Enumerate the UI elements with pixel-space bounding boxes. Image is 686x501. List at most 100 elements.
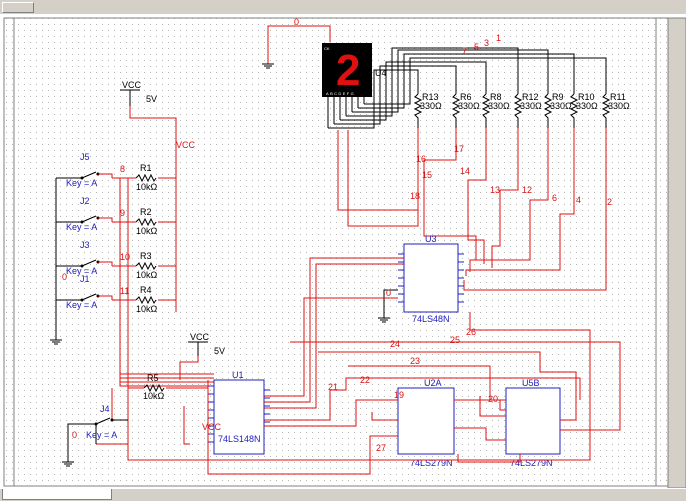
- seg-res-value: 330Ω: [520, 101, 542, 111]
- vcc2-voltage: 5V: [214, 346, 225, 356]
- net-label-0-j4: 0: [72, 430, 77, 440]
- vcc-net-label: VCC: [176, 140, 196, 150]
- net-label-7: 7: [462, 46, 467, 56]
- seg-res-ref: R11: [610, 92, 626, 102]
- vcc2-label: VCC: [190, 332, 210, 342]
- net-label-24: 24: [390, 339, 400, 349]
- seg-res-value: 330Ω: [608, 101, 630, 111]
- net-label-10: 10: [120, 252, 130, 262]
- logic-wires: [96, 178, 621, 475]
- ic-u1-74ls148n[interactable]: [208, 379, 270, 455]
- net-label-0-left: 0: [62, 272, 67, 282]
- seven-seg-display-u4[interactable]: CK 2 ABCDEFG: [322, 43, 372, 128]
- net-label-3: 3: [484, 38, 489, 48]
- vcc1-voltage: 5V: [146, 94, 157, 104]
- resistor-ref: R3: [140, 251, 152, 261]
- status-bar: [0, 488, 686, 501]
- u5b-part: 74LS279N: [510, 458, 553, 468]
- vcc-source-2[interactable]: [188, 341, 208, 356]
- ic-u3-74ls48n[interactable]: [398, 243, 464, 313]
- sheet-tab[interactable]: [2, 489, 112, 500]
- logic-net-numbers: 26 25 24 23 22 21 19 20 27: [328, 327, 498, 453]
- ground-u3: [378, 289, 398, 323]
- u3-ref: U3: [425, 234, 437, 244]
- net-label-23: 23: [410, 356, 420, 366]
- schematic-sheet[interactable]: 0 CK 2 ABCDEFG U4 1 3: [0, 14, 686, 488]
- toolbar-grip[interactable]: [2, 2, 34, 13]
- net-label-27: 27: [376, 443, 386, 453]
- switch-ref: J3: [80, 240, 90, 250]
- display-digit: 2: [336, 46, 360, 95]
- ic-u5b-74ls279n[interactable]: [505, 387, 561, 455]
- ic-u2a-74ls279n[interactable]: [397, 387, 455, 455]
- seg-res-value: 330Ω: [576, 101, 598, 111]
- segment-resistors: R13330ΩR6330ΩR8330ΩR12330ΩR9330ΩR10330ΩR…: [413, 92, 630, 128]
- display-pins: ABCDEFG: [326, 91, 355, 96]
- net-label-20: 20: [488, 394, 498, 404]
- switch-j4[interactable]: [94, 417, 129, 444]
- r5-value: 10kΩ: [143, 391, 165, 401]
- net-label-22: 22: [360, 375, 370, 385]
- display-net-numbers: 1 3 5 7: [462, 33, 501, 56]
- seg-res-ref: R9: [552, 92, 564, 102]
- net-label-5: 5: [474, 42, 479, 52]
- seg-res-ref: R6: [460, 92, 472, 102]
- resistor-r4[interactable]: [112, 295, 176, 305]
- switch-key: Key = A: [66, 222, 97, 232]
- resistor-r5[interactable]: [128, 383, 208, 393]
- net-label-0-top: 0: [294, 17, 299, 27]
- resistor-to-u3-wires: [337, 128, 607, 291]
- switch-key: Key = A: [66, 266, 97, 276]
- switch-j2[interactable]: [56, 215, 113, 224]
- u2a-part: 74LS279N: [410, 458, 453, 468]
- seg-res-value: 330Ω: [550, 101, 572, 111]
- net-label-26: 26: [466, 327, 476, 337]
- net-label-9: 9: [120, 208, 125, 218]
- net-label-12: 12: [522, 185, 532, 195]
- switch-key: Key = A: [66, 178, 97, 188]
- u4-ref: U4: [375, 68, 387, 78]
- vcc1-label: VCC: [122, 80, 142, 90]
- switch-j5[interactable]: [56, 171, 113, 180]
- resistor-value: 10kΩ: [136, 226, 158, 236]
- net-label-21: 21: [328, 382, 338, 392]
- net-label-19: 19: [394, 390, 404, 400]
- net-label-1: 1: [496, 33, 501, 43]
- resistor-r2[interactable]: [112, 217, 176, 227]
- resistor-r3[interactable]: [112, 261, 176, 271]
- u1-ref: U1: [232, 370, 244, 380]
- net-label-13: 13: [490, 185, 500, 195]
- net-label-17: 17: [454, 144, 464, 154]
- resistor-ref: R4: [140, 285, 152, 295]
- u5b-ref: U5B: [522, 378, 540, 388]
- seg-res-ref: R13: [422, 92, 439, 102]
- seg-res-value: 330Ω: [420, 101, 442, 111]
- switch-j3[interactable]: [56, 259, 113, 268]
- ground-top: [262, 25, 331, 69]
- net-label-15: 15: [422, 170, 432, 180]
- net-label-14: 14: [460, 166, 470, 176]
- resistor-r1[interactable]: [112, 173, 176, 183]
- net-label-0-u3: 0: [386, 288, 391, 298]
- net-label-2: 2: [607, 197, 612, 207]
- r5-ref: R5: [147, 373, 159, 383]
- j4-key: Key = A: [86, 430, 117, 440]
- vcc-source-1[interactable]: [120, 89, 140, 106]
- seg-res-ref: R8: [490, 92, 502, 102]
- seg-res-value: 330Ω: [488, 101, 510, 111]
- net-label-18: 18: [410, 191, 420, 201]
- net-label-4: 4: [576, 195, 581, 205]
- schematic-canvas[interactable]: 0 CK 2 ABCDEFG U4 1 3: [0, 14, 686, 488]
- resistor-ref: R2: [140, 207, 152, 217]
- ground-j4: [62, 423, 96, 467]
- switch-j1[interactable]: [56, 293, 113, 302]
